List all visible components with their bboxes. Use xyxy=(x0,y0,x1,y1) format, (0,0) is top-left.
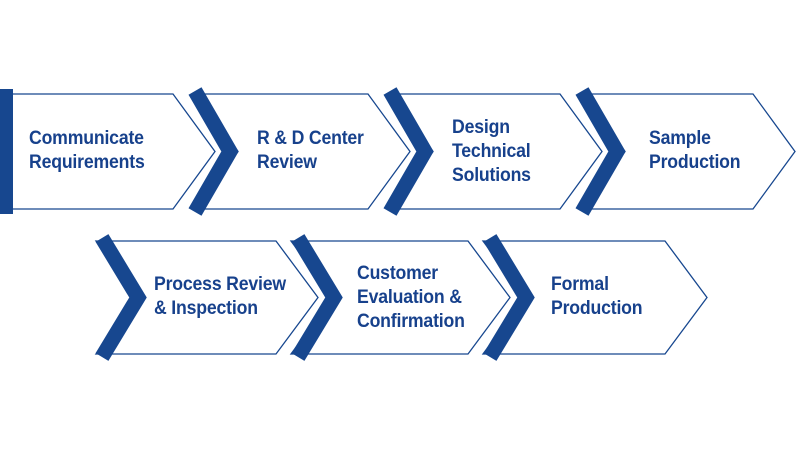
step-label-formal-production: Formal Production xyxy=(551,274,643,319)
step-label-process-review-inspection: Process Review & Inspection xyxy=(154,274,286,319)
chevron-separator-icon xyxy=(483,234,535,361)
step-label-rd-center-review: R & D Center Review xyxy=(257,128,364,173)
step-label-sample-production: Sample Production xyxy=(649,128,741,173)
chevron-separator-icon xyxy=(188,87,239,216)
step-label-customer-evaluation-confirmation: Customer Evaluation & Confirmation xyxy=(357,263,465,332)
chevron-separator-icon xyxy=(575,87,626,216)
chevron-separator-icon xyxy=(291,234,343,361)
step-label-design-technical-solutions: Design Technical Solutions xyxy=(452,117,531,186)
chevron-separator-icon xyxy=(95,234,147,361)
step-label-communicate-requirements: Communicate Requirements xyxy=(29,128,145,173)
chevron-separator-icon xyxy=(383,87,434,216)
start-bar xyxy=(0,89,13,214)
